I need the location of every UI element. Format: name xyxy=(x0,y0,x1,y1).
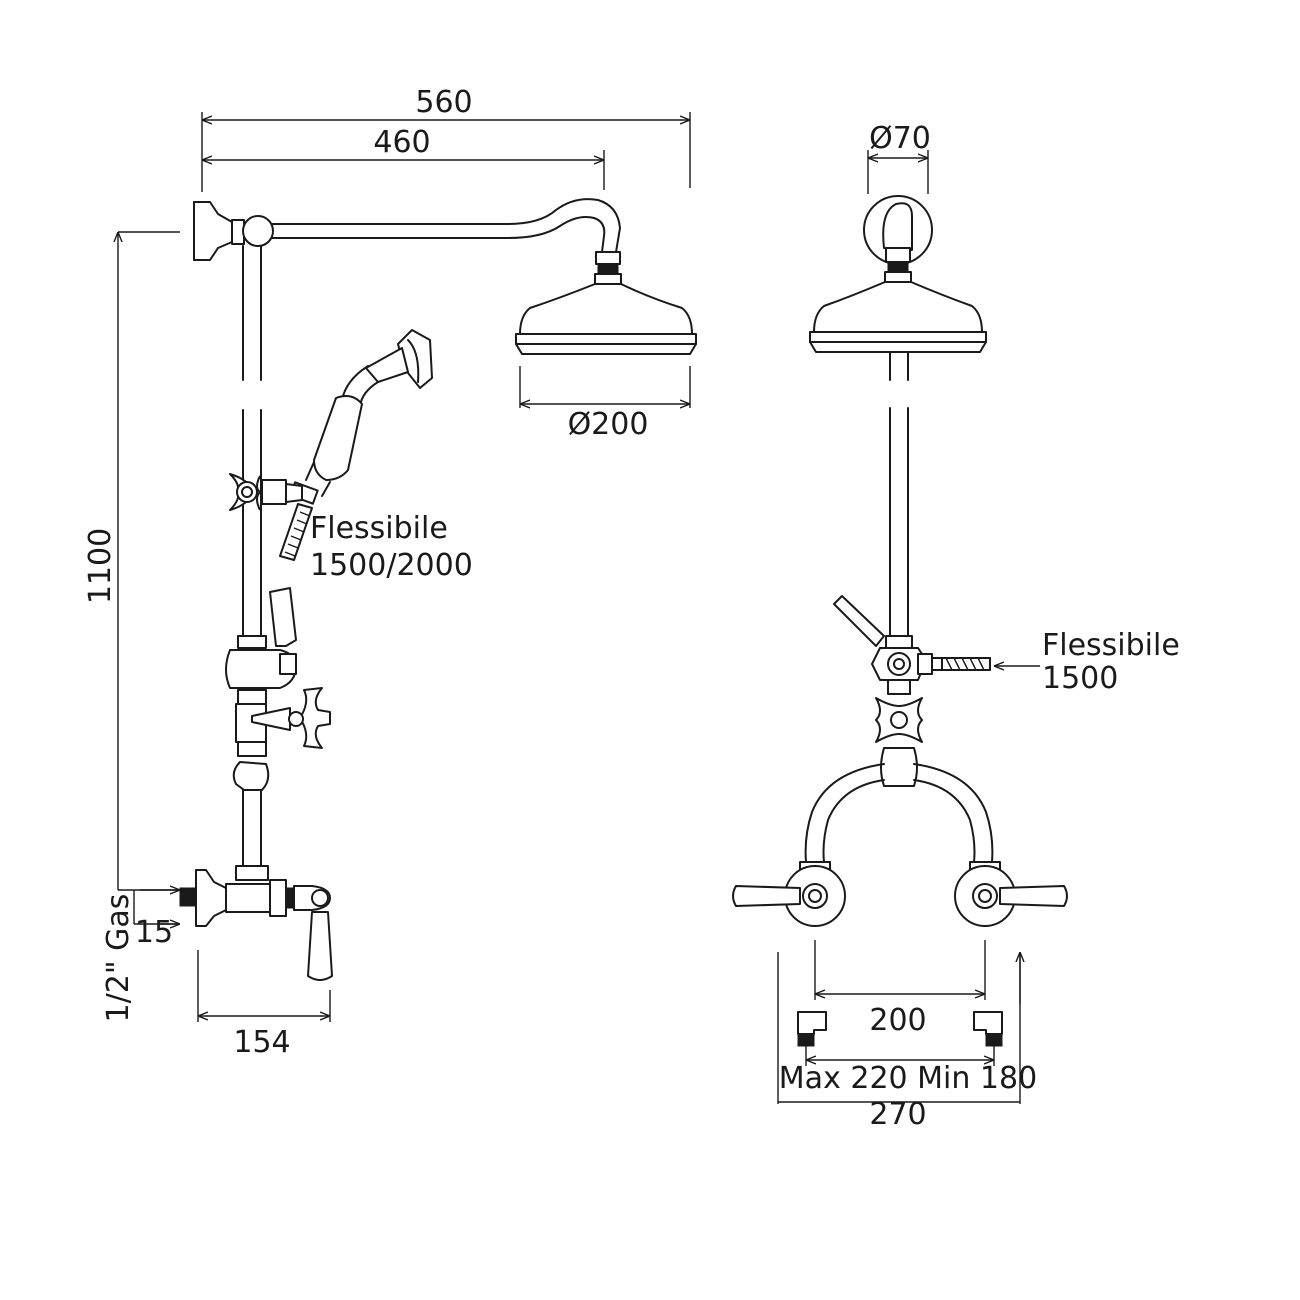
dim-flange-diameter-label: Ø70 xyxy=(869,121,931,156)
dim-depth-label: 154 xyxy=(233,1025,290,1060)
head-connector-nut xyxy=(595,251,621,265)
bottom-wall-flange xyxy=(195,869,227,927)
front-hose-nut xyxy=(917,653,933,675)
right-inlet-lever xyxy=(999,885,1068,907)
hose-label-handset: Flessibile xyxy=(310,511,448,546)
hose-length-side: 1500 xyxy=(1042,661,1118,696)
valve-lever xyxy=(307,911,333,981)
diverter-nut xyxy=(237,635,267,649)
lower-elbow xyxy=(232,761,270,791)
front-head-cap xyxy=(884,271,912,283)
dim-head-diameter-label: Ø200 xyxy=(568,407,649,442)
front-arm-bend xyxy=(882,202,913,251)
dim-total-width-label: 270 xyxy=(869,1097,926,1132)
shower-arm xyxy=(271,198,621,253)
mixer-top-nut xyxy=(237,689,267,705)
inlet-thread xyxy=(179,887,197,907)
front-head-nut xyxy=(885,247,911,263)
valve-thread xyxy=(285,887,295,909)
dim-inlet-centres-label: 200 xyxy=(869,1003,926,1038)
riser-lower xyxy=(242,789,262,867)
top-ball-joint xyxy=(242,215,274,247)
mixer-bottom-nut xyxy=(237,741,267,757)
handset-hose xyxy=(279,503,313,561)
front-riser-lower xyxy=(889,407,909,637)
dim-adjustable-range-label: Max 220 Min 180 xyxy=(779,1061,1037,1096)
dim-arm-length-label: 460 xyxy=(373,125,430,160)
head-connector-cap xyxy=(594,273,622,285)
hose-length-handset: 1500/2000 xyxy=(310,548,473,583)
valve-body xyxy=(225,883,271,913)
right-eccentric xyxy=(973,1011,1003,1035)
shower-head-front-rim xyxy=(809,331,987,343)
left-inlet-lever xyxy=(732,885,801,907)
slide-holder xyxy=(229,473,303,511)
side-view: 1100 15 1/2" Gas 154 Flessibile 1500/200… xyxy=(83,85,697,1060)
hand-shower xyxy=(289,329,433,505)
shower-head-front xyxy=(813,281,983,333)
diverter-lever xyxy=(269,587,297,647)
bridge-arch xyxy=(804,763,994,863)
front-riser-upper xyxy=(889,351,909,381)
head-connector-thread xyxy=(597,263,619,275)
left-eccentric xyxy=(797,1011,827,1035)
dim-inlet-offset-label: 15 xyxy=(135,915,173,950)
shower-head-side xyxy=(519,283,693,335)
inlet-thread-label: 1/2" Gas xyxy=(101,894,136,1023)
diverter-cap xyxy=(279,653,297,675)
front-head-thread xyxy=(887,261,909,273)
front-mixer-nut xyxy=(887,679,911,695)
dim-height-label: 1100 xyxy=(83,528,118,604)
mixer-cross-handle xyxy=(299,687,331,749)
hose-label-side: Flessibile xyxy=(1042,628,1180,663)
valve-top-nut xyxy=(235,865,269,881)
front-view: Flessibile 1500 200 Max 220 Min xyxy=(732,121,1180,1132)
riser-middle xyxy=(242,409,262,641)
valve-nut xyxy=(269,879,287,917)
dim-overall-width-label: 560 xyxy=(415,85,472,120)
top-wall-bracket xyxy=(193,201,233,261)
shower-head-face xyxy=(515,343,697,355)
front-diverter-nut xyxy=(885,635,913,649)
riser-upper xyxy=(242,245,262,381)
front-hose xyxy=(941,657,991,671)
bridge-centre xyxy=(880,747,918,787)
shower-head-rim xyxy=(515,333,697,345)
front-diverter-lever xyxy=(833,595,885,647)
